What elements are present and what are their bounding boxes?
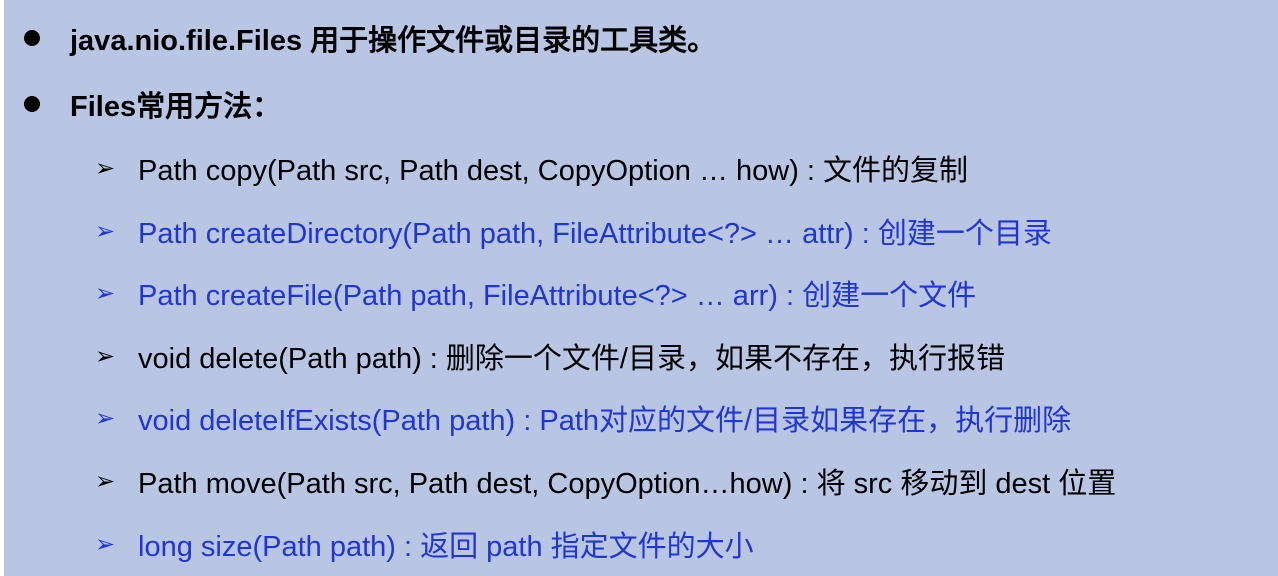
arrow-bullet-icon: ➢ [94,530,116,558]
bullet-bold-label: java.nio.file.Files [70,25,303,57]
method-text: void delete(Path path) : 删除一个文件/目录，如果不存在… [138,343,1005,375]
bullet-dot-icon [24,30,40,46]
method-text: Path createFile(Path path, FileAttribute… [138,280,977,312]
arrow-bullet-icon: ➢ [94,467,116,495]
arrow-bullet-icon: ➢ [94,342,116,370]
method-item-delete: ➢ void delete(Path path) : 删除一个文件/目录，如果不… [92,336,1005,376]
bullet-bold-label: Files [70,91,137,123]
method-item-delete-if-exists: ➢ void deleteIfExists(Path path) : Path对… [92,398,1071,438]
bullet-text: Files常用方法： [70,83,281,125]
method-item-create-file: ➢ Path createFile(Path path, FileAttribu… [92,273,976,313]
method-text: Path move(Path src, Path dest, CopyOptio… [138,468,1117,500]
bullet-files-class: java.nio.file.Files 用于操作文件或目录的工具类。 [24,18,716,58]
method-item-create-directory: ➢ Path createDirectory(Path path, FileAt… [92,211,1052,251]
method-item-copy: ➢ Path copy(Path src, Path dest, CopyOpt… [92,148,968,188]
method-text: long size(Path path) : 返回 path 指定文件的大小 [138,531,754,563]
arrow-bullet-icon: ➢ [94,404,116,432]
method-text: void deleteIfExists(Path path) : Path对应的… [138,405,1072,437]
bullet-rest-label: 用于操作文件或目录的工具类。 [302,25,717,57]
method-text: Path copy(Path src, Path dest, CopyOptio… [138,155,969,187]
method-item-size: ➢ long size(Path path) : 返回 path 指定文件的大小 [92,524,754,564]
bullet-rest-label: 常用方法： [136,91,282,123]
method-item-move: ➢ Path move(Path src, Path dest, CopyOpt… [92,461,1116,501]
bullet-text: java.nio.file.Files 用于操作文件或目录的工具类。 [70,17,716,59]
arrow-bullet-icon: ➢ [94,154,116,182]
arrow-bullet-icon: ➢ [94,217,116,245]
bullet-dot-icon [24,96,40,112]
arrow-bullet-icon: ➢ [94,279,116,307]
bullet-common-methods: Files常用方法： [24,84,281,124]
method-text: Path createDirectory(Path path, FileAttr… [138,218,1052,250]
